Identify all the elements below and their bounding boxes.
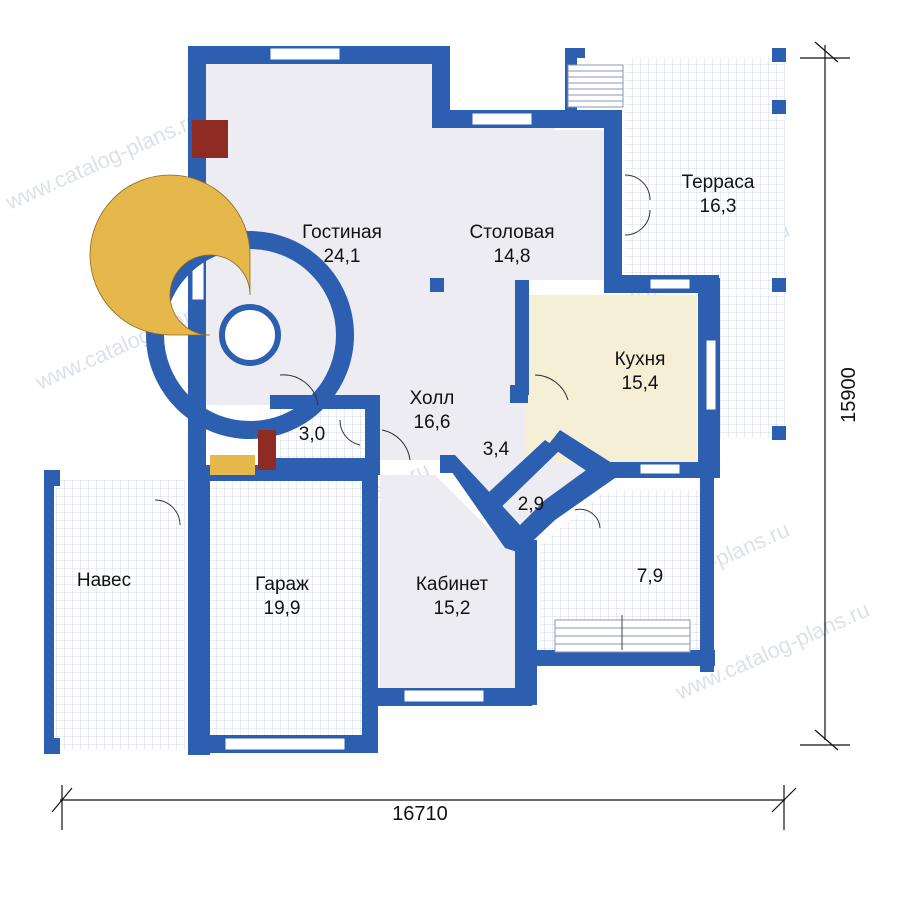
wall <box>515 280 529 395</box>
main-floor <box>205 63 610 535</box>
wall <box>604 110 622 285</box>
garage-stair <box>210 455 255 475</box>
garage-floor <box>210 480 365 735</box>
office-floor <box>380 475 515 690</box>
door-swing <box>154 499 181 526</box>
door-swing <box>624 209 651 236</box>
spiral-stair <box>89 174 354 439</box>
door-swing <box>279 374 319 406</box>
wall <box>475 440 560 518</box>
terrace-post <box>772 426 786 440</box>
wall <box>530 650 715 666</box>
wall <box>565 48 585 58</box>
room-area-office: 15,2 <box>434 598 471 619</box>
room-area-corridor: 3,4 <box>483 439 510 460</box>
terrace-step <box>567 94 624 102</box>
chimney <box>192 120 228 158</box>
terrace-step <box>567 100 624 108</box>
wall <box>510 385 528 403</box>
terrace-step <box>567 88 624 96</box>
room-area-kitchen: 15,4 <box>622 373 659 394</box>
room-area-garage: 19,9 <box>264 598 301 619</box>
wall <box>548 430 615 480</box>
room-area-dining: 14,8 <box>494 246 531 267</box>
chimneys <box>192 120 276 470</box>
window <box>224 737 346 751</box>
width-dimension: 16710 <box>392 803 448 825</box>
room-area-storage: 3,0 <box>299 424 325 445</box>
stair-treads <box>89 174 251 336</box>
room-area-wc: 2,9 <box>518 494 544 515</box>
height-dim-tick <box>814 729 839 751</box>
door-swing <box>339 419 361 446</box>
room-area-living: 24,1 <box>324 246 361 267</box>
carport-floor <box>55 480 185 750</box>
room-name-dining: Столовая <box>470 222 555 243</box>
height-dimension: 15900 <box>838 367 860 423</box>
wall <box>365 395 380 475</box>
terrace-step <box>567 70 624 78</box>
wc-floor <box>490 455 590 530</box>
room-name-office: Кабинет <box>416 574 489 595</box>
wall <box>188 465 210 755</box>
door-swing <box>534 374 569 401</box>
terrace-stairs <box>567 64 624 108</box>
wall <box>700 462 714 672</box>
doors <box>154 174 651 529</box>
room-name-kitchen: Кухня <box>615 349 666 370</box>
boiler-floor <box>540 490 700 660</box>
window <box>649 278 691 290</box>
wall <box>515 540 537 705</box>
room-name-terrace: Терраса <box>682 172 755 193</box>
room-name-carport: Навес <box>77 570 131 591</box>
chimney <box>258 430 276 470</box>
floor-fills <box>55 58 785 750</box>
windows <box>191 47 717 751</box>
door-swing <box>624 174 651 201</box>
wall <box>362 460 378 750</box>
room-name-garage: Гараж <box>255 574 309 595</box>
stair-tower-wall <box>146 231 354 439</box>
room-area-terrace: 16,3 <box>700 196 737 217</box>
window <box>705 339 717 411</box>
terrace-post <box>772 278 786 292</box>
door-swing <box>574 508 601 529</box>
column <box>430 278 444 292</box>
terrace-step <box>567 76 624 84</box>
room-name-hall: Холл <box>410 388 455 409</box>
dimension-lines <box>51 41 850 830</box>
window <box>403 689 485 703</box>
terrace-post <box>772 100 786 114</box>
room-labels: Гостиная 24,1 Столовая 14,8 Терраса 16,3… <box>77 172 755 619</box>
height-dim-tick <box>814 41 839 63</box>
window <box>471 112 533 126</box>
entry-stairs <box>554 615 691 653</box>
kitchen-floor <box>525 295 697 463</box>
wall <box>44 470 54 752</box>
wall <box>440 455 455 473</box>
terrace-side-floor <box>720 292 785 438</box>
window <box>639 463 681 475</box>
wall <box>432 46 450 116</box>
stair-core <box>219 304 281 366</box>
door-swing <box>381 429 411 461</box>
terrace-step <box>567 82 624 90</box>
room-area-boiler: 7,9 <box>637 566 663 587</box>
window <box>269 47 341 61</box>
room-name-living: Гостиная <box>302 222 382 243</box>
room-area-hall: 16,6 <box>414 412 451 433</box>
terrace-step <box>567 64 624 72</box>
terrace-post <box>772 48 786 62</box>
terrace-floor <box>625 58 785 290</box>
